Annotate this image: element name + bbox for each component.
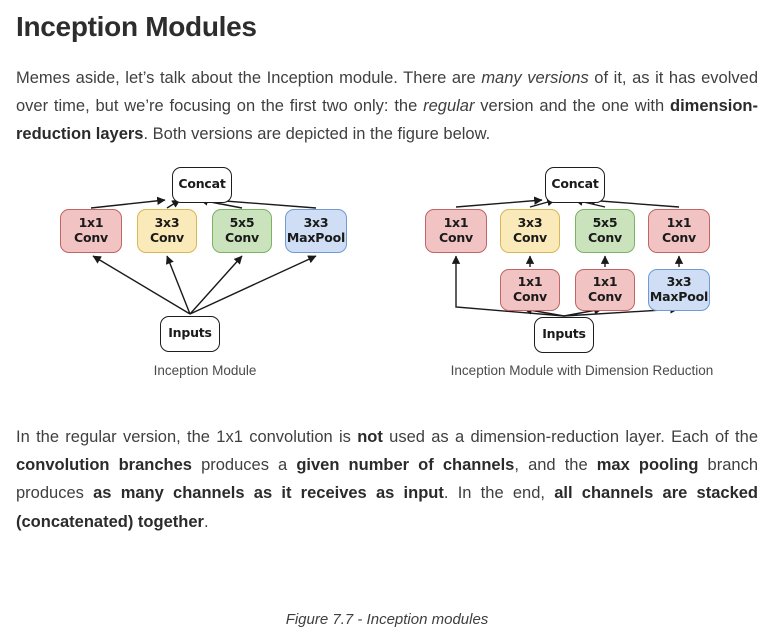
page-title: Inception Modules (16, 11, 257, 42)
text-segment-3: regular (423, 96, 475, 115)
node-label-line1: 3x3 (154, 214, 180, 230)
node-label-line2: Conv (512, 229, 547, 245)
node-1x1-conv-reduce-3x3: 1x1 Conv (500, 268, 560, 311)
text-segment-2: used as a dimension-reduction layer. Eac… (382, 427, 758, 446)
text-segment-6: . Both versions are depicted in the figu… (143, 125, 491, 144)
text-segment-1: many versions (481, 68, 589, 87)
figure-caption: Figure 7.7 - Inception modules (285, 610, 489, 628)
text-segment-0: In the regular version, the 1x1 convolut… (16, 427, 358, 446)
diagram-right-caption: Inception Module with Dimension Reductio… (450, 362, 714, 378)
node-5x5-conv: 5x5 Conv (212, 208, 272, 253)
text-segment-8: branch produces (16, 456, 759, 503)
node-label-line1: 1x1 (666, 214, 692, 230)
diagram-inception-module-dimension-reduction: Concat 1x1 Conv 3x3 Conv 5x5 Conv 1x1 Co… (412, 159, 752, 389)
node-5x5-conv: 5x5 Conv (575, 208, 635, 253)
node-3x3-conv: 3x3 Conv (137, 208, 197, 253)
document-page-bottom: In the regular version, the 1x1 convolut… (0, 423, 774, 537)
node-3x3-maxpool: 3x3 MaxPool (648, 268, 710, 311)
node-1x1-conv-branch1: 1x1 Conv (425, 208, 487, 253)
node-label: Concat (551, 176, 599, 192)
node-label: Inputs (542, 326, 586, 342)
node-inputs: Inputs (534, 316, 594, 353)
text-segment-5: dimension-reduction layers (16, 96, 758, 144)
node-1x1-conv: 1x1 Conv (60, 208, 122, 253)
text-segment-9: as many channels as it receives as input (93, 484, 444, 503)
node-label-line1: 5x5 (592, 214, 618, 230)
node-label-line2: Conv (224, 229, 259, 245)
node-label-line1: 3x3 (517, 214, 543, 230)
node-3x3-maxpool: 3x3 MaxPool (285, 208, 347, 253)
text-segment-4: produces a (191, 456, 297, 475)
node-inputs: Inputs (160, 315, 220, 352)
node-label-line2: Conv (587, 229, 622, 245)
closing-paragraph: In the regular version, the 1x1 convolut… (16, 423, 758, 537)
node-label-line2: MaxPool (286, 229, 346, 245)
node-label-line2: Conv (149, 229, 184, 245)
node-1x1-conv-pool-projection: 1x1 Conv (648, 208, 710, 253)
node-label-line1: 1x1 (592, 273, 618, 289)
node-label-line1: 1x1 (78, 214, 104, 230)
node-label: Concat (178, 176, 226, 192)
text-segment-12: . (203, 512, 209, 531)
node-label-line2: Conv (73, 229, 108, 245)
node-label-line1: 5x5 (229, 214, 255, 230)
text-segment-7: max pooling (596, 456, 699, 475)
node-label-line1: 3x3 (666, 273, 692, 289)
node-label: Inputs (168, 325, 212, 341)
diagram-inception-module: Concat 1x1 Conv 3x3 Conv 5x5 Conv 3x3 Ma… (40, 159, 370, 389)
text-segment-6: , and the (514, 456, 597, 475)
node-label-line2: Conv (512, 288, 547, 304)
node-label-line2: Conv (661, 229, 696, 245)
text-segment-0: Memes aside, let’s talk about the Incept… (16, 68, 482, 87)
node-1x1-conv-reduce-5x5: 1x1 Conv (575, 268, 635, 311)
text-segment-1: not (357, 427, 383, 446)
node-label-line1: 3x3 (303, 214, 329, 230)
text-segment-3: convolution branches (16, 456, 192, 475)
document-page: Inception Modules Memes aside, let’s tal… (0, 10, 774, 149)
node-concat: Concat (172, 166, 232, 203)
text-segment-11: all channels are stacked (concatenated) … (16, 484, 758, 531)
node-label-line2: MaxPool (649, 288, 709, 304)
node-label-line1: 1x1 (443, 214, 469, 230)
node-3x3-conv: 3x3 Conv (500, 208, 560, 253)
text-segment-10: . In the end, (443, 484, 555, 503)
text-segment-4: version and the one with (474, 96, 670, 115)
figure-inception-modules: Concat 1x1 Conv 3x3 Conv 5x5 Conv 3x3 Ma… (0, 159, 774, 628)
text-segment-5: given number of channels (296, 456, 515, 475)
node-label-line2: Conv (587, 288, 622, 304)
node-label-line1: 1x1 (517, 273, 543, 289)
intro-paragraph: Memes aside, let’s talk about the Incept… (16, 64, 758, 149)
node-label-line2: Conv (438, 229, 473, 245)
text-segment-2: of it, as it has evolved over time, but … (16, 68, 758, 115)
node-concat: Concat (545, 166, 605, 203)
diagram-left-edges (90, 196, 317, 315)
diagram-left-caption: Inception Module (153, 362, 257, 378)
